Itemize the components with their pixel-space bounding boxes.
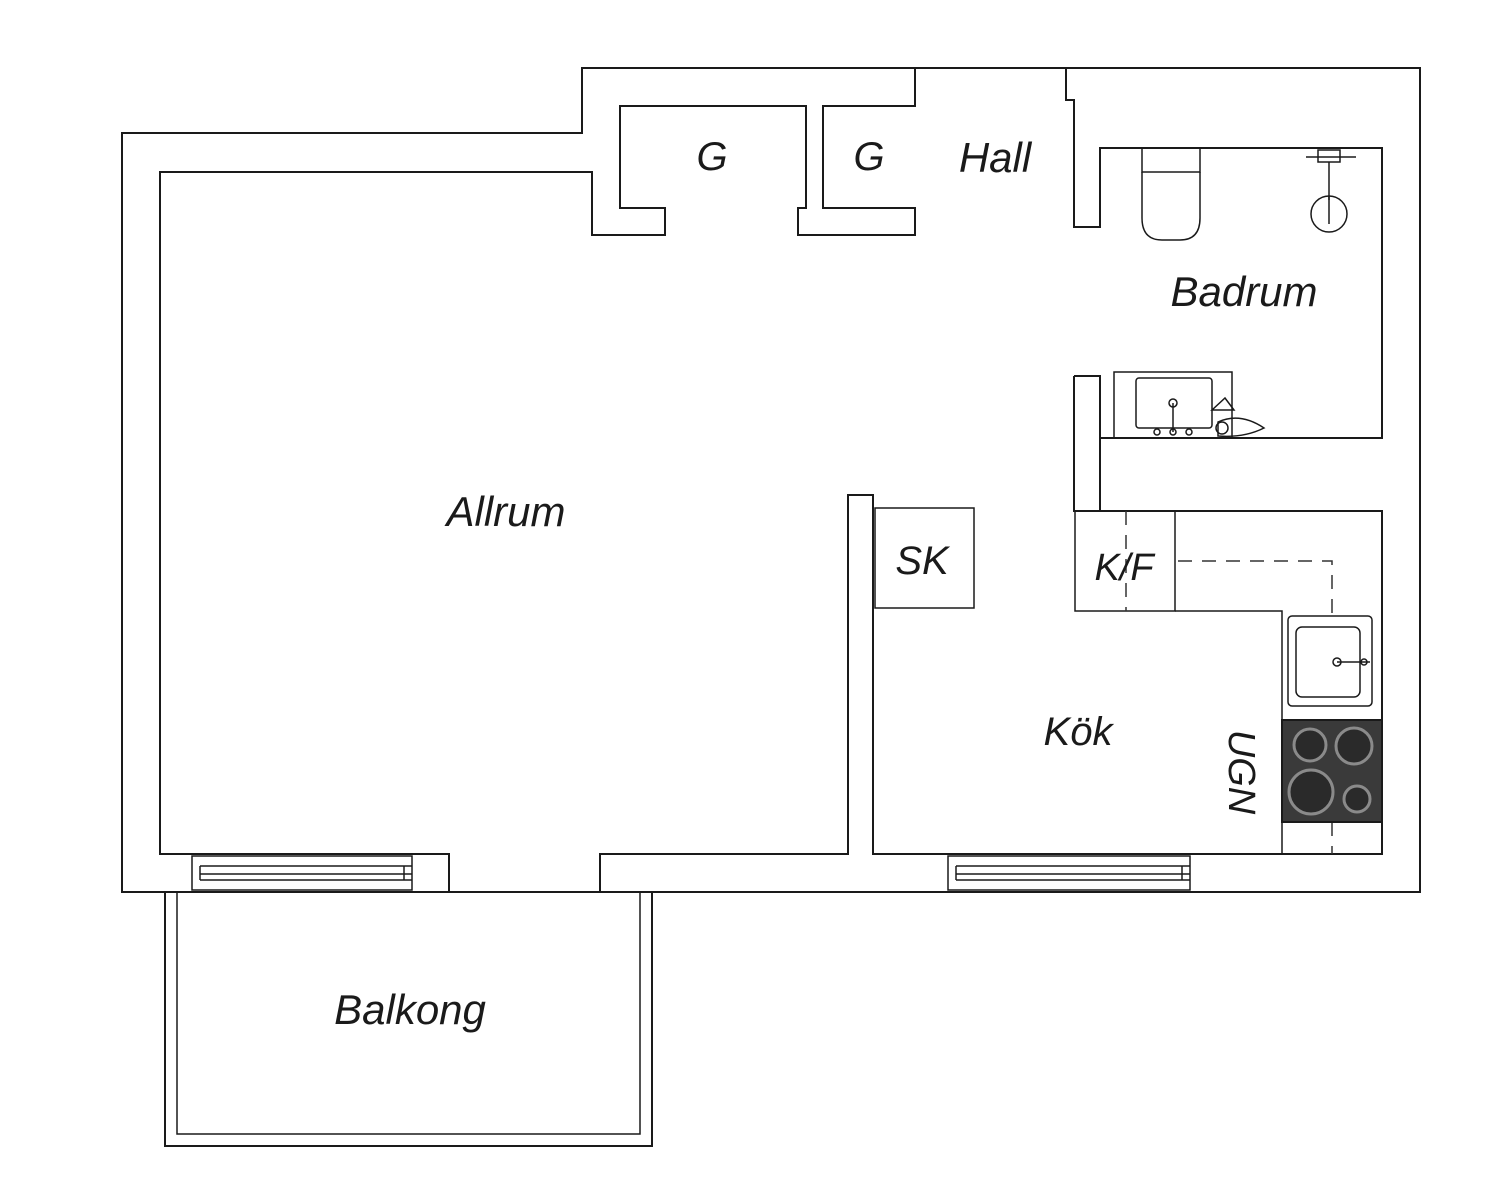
window-living-room bbox=[191, 855, 413, 891]
balcony bbox=[164, 892, 653, 1147]
cabinet-label-sk: SK bbox=[895, 539, 951, 583]
room-label-hall: Hall bbox=[959, 134, 1033, 181]
room-label-allrum: Allrum bbox=[443, 488, 565, 535]
oven-label: UGN bbox=[1220, 730, 1262, 815]
closet-label-2: G bbox=[853, 135, 884, 179]
bathroom-sink bbox=[1113, 371, 1233, 439]
room-label-badrum: Badrum bbox=[1170, 268, 1317, 315]
stove bbox=[1281, 719, 1383, 823]
kitchen-sink bbox=[1287, 615, 1373, 707]
room-label-balkong: Balkong bbox=[334, 986, 486, 1033]
fridge-freezer bbox=[1074, 510, 1176, 612]
fridge-freezer-label: K/F bbox=[1094, 547, 1155, 589]
bathroom-wall-segment bbox=[1074, 375, 1101, 438]
outer-wall bbox=[121, 67, 1421, 893]
living-room-wall bbox=[159, 68, 916, 892]
room-label-kok: Kök bbox=[1044, 710, 1115, 754]
toilet bbox=[1141, 147, 1201, 241]
kitchen-entry-wall bbox=[1073, 376, 1100, 512]
shower bbox=[1306, 149, 1356, 233]
closet-label-1: G bbox=[696, 135, 727, 179]
cabinet-sk bbox=[874, 507, 975, 609]
washing-machine bbox=[1210, 396, 1266, 438]
kitchen-wall bbox=[599, 68, 1383, 892]
window-kitchen bbox=[947, 855, 1191, 891]
